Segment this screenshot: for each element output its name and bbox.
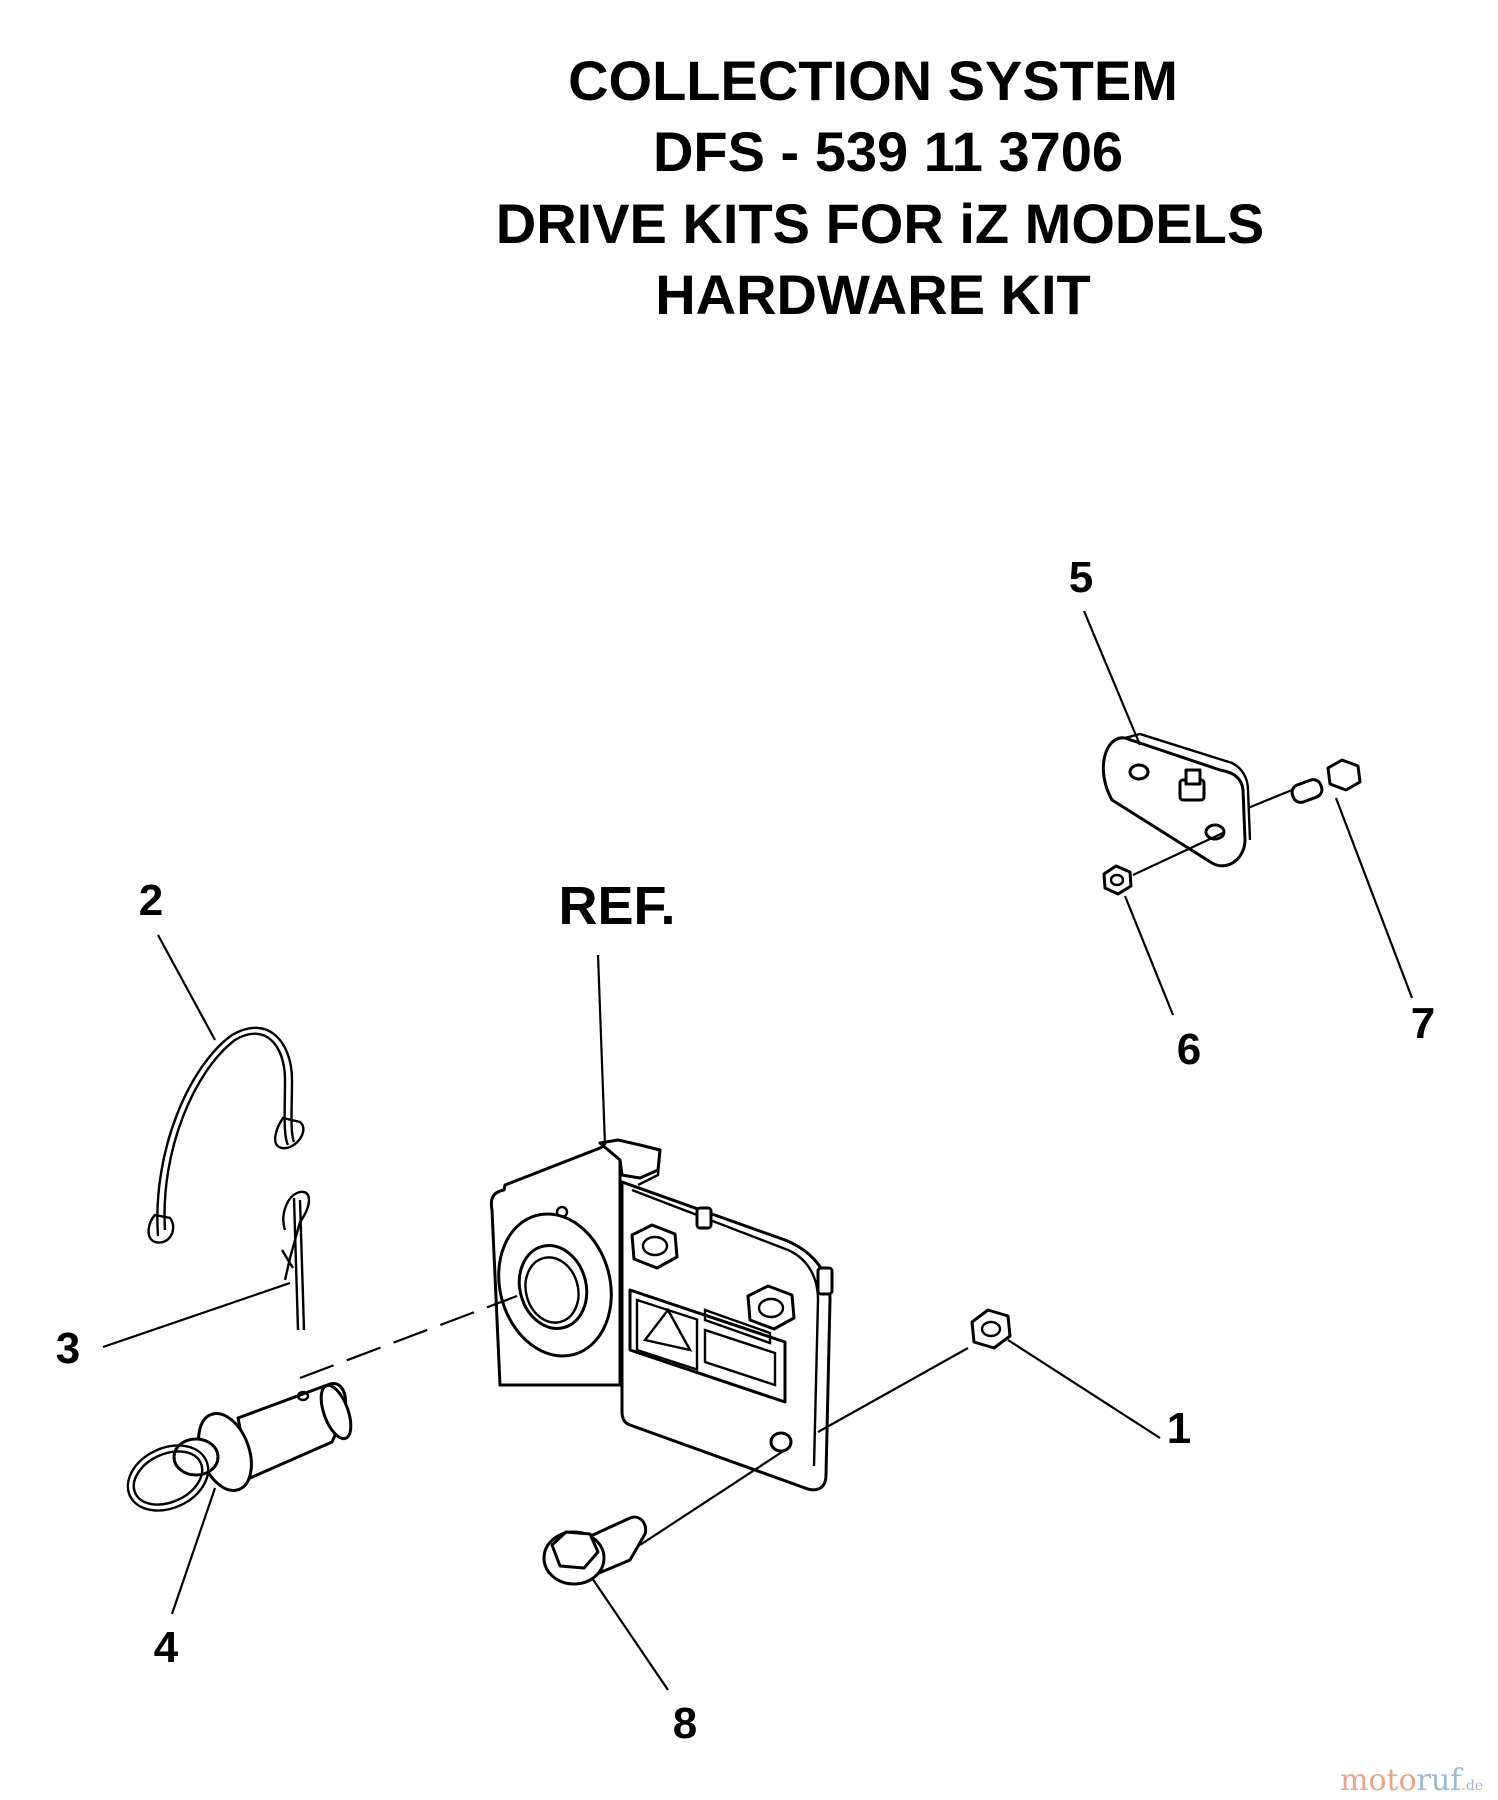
callout-8: 8 [673, 1699, 697, 1748]
callout-2: 2 [139, 876, 163, 925]
drive-bracket-ref [489, 1138, 834, 1492]
caution-decal [628, 1288, 787, 1404]
svg-text:motoruf.de: motoruf.de [1340, 1763, 1483, 1798]
callout-leaders [102, 610, 1414, 1691]
title-block: COLLECTION SYSTEM DFS - 539 11 3706 DRIV… [496, 49, 1264, 326]
watermark-part-a: moto [1340, 1763, 1417, 1798]
nut-part-1 [970, 1308, 1012, 1350]
bracket-bolt-right [746, 1266, 834, 1331]
callout-6: 6 [1177, 1025, 1201, 1074]
watermark-suffix: .de [1461, 1778, 1483, 1794]
lanyard-cable-part-2 [147, 1026, 305, 1244]
watermark-logo: motoruf.de [1340, 1763, 1483, 1798]
callout-3: 3 [56, 1324, 80, 1373]
bracket-plate-part-5 [1101, 732, 1252, 868]
assembly-lines [299, 788, 1293, 1546]
title-line-2: DFS - 539 11 3706 [653, 120, 1123, 183]
callout-7: 7 [1411, 999, 1435, 1048]
title-line-1: COLLECTION SYSTEM [568, 49, 1178, 112]
bolt-part-7 [1290, 758, 1362, 804]
title-line-3: DRIVE KITS FOR iZ MODELS [496, 192, 1264, 255]
title-line-4: HARDWARE KIT [655, 263, 1091, 326]
callout-5: 5 [1069, 553, 1093, 602]
callout-4: 4 [154, 1623, 179, 1672]
watermark-part-b: ruf [1417, 1763, 1464, 1798]
flange-bolt-part-8 [542, 1515, 648, 1586]
hairpin-clip-part-3 [280, 1190, 311, 1331]
bracket-bolt-upper-left [630, 1223, 679, 1270]
nut-part-6 [1102, 864, 1133, 896]
clevis-pin-part-4 [126, 1382, 353, 1512]
ref-label: REF. [558, 876, 675, 936]
callout-1: 1 [1167, 1404, 1191, 1453]
